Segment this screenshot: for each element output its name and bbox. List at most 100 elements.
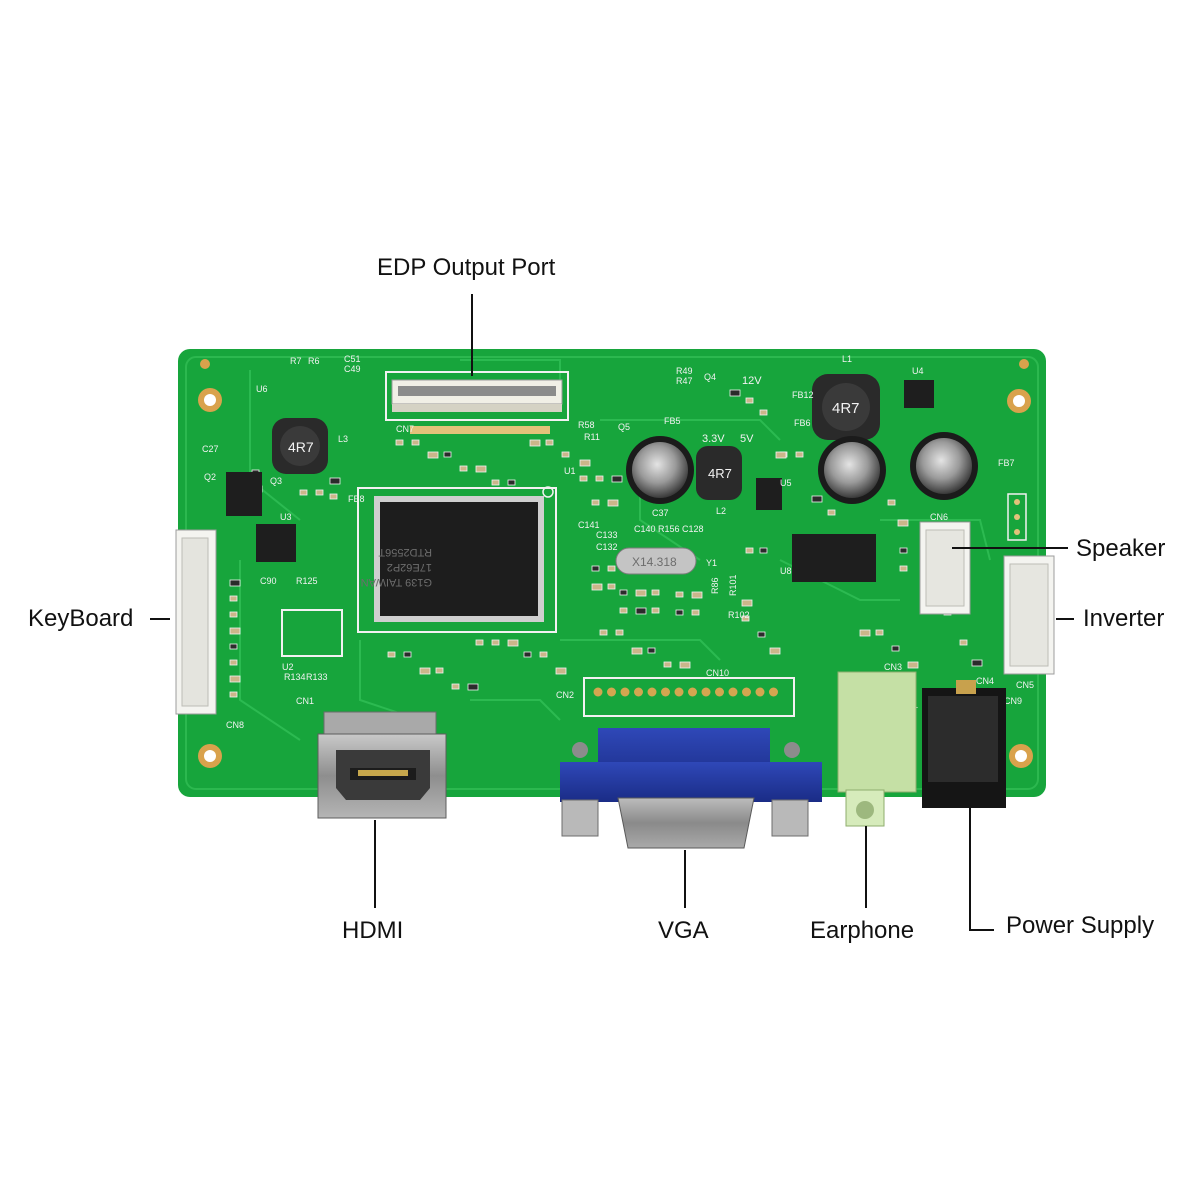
main-chip-label-2: 17E62P2 [387, 561, 432, 573]
smd-part [651, 607, 660, 614]
speaker-label: Speaker [1076, 535, 1166, 562]
smd-part [691, 591, 703, 599]
crystal-label: X14.318 [632, 555, 677, 569]
earphone-jack [837, 671, 917, 827]
keyboard-label: KeyBoard [28, 605, 134, 632]
smd-part [561, 451, 570, 458]
smd-part [859, 629, 871, 637]
smd-part [607, 565, 616, 572]
smd-part [635, 607, 647, 615]
inductor-l2: 4R7 [696, 446, 742, 500]
silk-label: C132 [596, 542, 618, 552]
silk-label: R134 [284, 672, 306, 682]
silk-label: CN1 [296, 696, 314, 706]
silk-label: U8 [780, 566, 792, 576]
silk-label: Q2 [204, 472, 216, 482]
smd-part [555, 667, 567, 675]
smd-part [899, 565, 908, 572]
smd-part [229, 579, 241, 587]
smd-part [545, 439, 554, 446]
smd-part [591, 565, 600, 572]
smd-part [745, 547, 754, 554]
audio-amplifier-chip [792, 534, 876, 582]
silkscreen-labels: CN7 CN10 CN2 CN1 CN3 CN4 CN5 CN6 CN8 CN9… [202, 354, 1034, 730]
smd-part [229, 611, 238, 618]
silk-label: CN5 [1016, 680, 1034, 690]
silk-label: CN6 [930, 512, 948, 522]
smd-part [827, 509, 836, 516]
silk-label: U4 [912, 366, 924, 376]
silk-label: CN10 [706, 668, 729, 678]
inductor-label: 4R7 [832, 400, 860, 417]
header-pin [634, 687, 643, 697]
smd-part [229, 643, 238, 650]
smd-part [675, 591, 684, 598]
silk-label: U5 [780, 478, 792, 488]
smd-part [769, 647, 781, 655]
smd-part [579, 459, 591, 467]
smd-part [591, 499, 600, 506]
silk-label: FB8 [348, 494, 365, 504]
smd-part [427, 451, 439, 459]
mounting-hole [1009, 744, 1033, 768]
silk-label: U1 [564, 466, 576, 476]
inductor-l3: 4R7 [272, 418, 328, 474]
inverter-label: Inverter [1083, 605, 1165, 632]
silk-label: CN4 [976, 676, 994, 686]
smd-part [451, 683, 460, 690]
silk-label: L1 [842, 354, 852, 364]
smd-part [435, 667, 444, 674]
smd-part [775, 451, 787, 459]
silk-label: U2 [282, 662, 294, 672]
header-pin [593, 687, 603, 697]
silk-label: Q3 [270, 476, 282, 486]
edp-output-port-label: EDP Output Port [377, 254, 556, 281]
small-chip [756, 478, 782, 510]
smd-part [679, 661, 691, 669]
smd-part [907, 661, 919, 669]
smd-part [899, 547, 908, 554]
smd-part [795, 451, 804, 458]
silk-label: C140 R156 C128 [634, 524, 704, 534]
smd-part [619, 589, 628, 596]
main-chip-label-1: RTD2556T [378, 546, 432, 558]
smd-part [329, 477, 341, 485]
keyboard-connector [175, 529, 217, 715]
smd-part [419, 667, 431, 675]
silk-label: CN3 [884, 662, 902, 672]
silk-label: R6 [308, 356, 320, 366]
silk-label: 3.3V [702, 433, 725, 445]
capacitor [910, 432, 978, 500]
power-jack [922, 680, 1006, 808]
silk-label: R47 [676, 376, 693, 386]
silk-label: R125 [296, 576, 318, 586]
smd-part [631, 647, 643, 655]
header-pin [607, 687, 616, 697]
silk-label: C51 [344, 354, 361, 364]
smd-part [579, 475, 588, 482]
smd-part [745, 397, 754, 404]
silk-label: C90 [260, 576, 277, 586]
small-chip [904, 380, 934, 408]
smd-part [507, 639, 519, 647]
silk-label: U6 [256, 384, 268, 394]
speaker-connector [919, 521, 971, 615]
hdmi-label: HDMI [342, 917, 404, 944]
hdmi-port [317, 711, 447, 819]
smd-part [891, 645, 900, 652]
silk-label: L3 [338, 434, 348, 444]
capacitor [626, 436, 694, 504]
smd-part [475, 639, 484, 646]
smd-part [875, 629, 884, 636]
main-chip: RTD2556T 17E62P2 G139 TAIWAN [357, 486, 557, 633]
silk-label: C49 [344, 364, 361, 374]
silk-label: R11 [584, 432, 600, 442]
smd-part [229, 595, 238, 602]
smd-part [663, 661, 672, 668]
mounting-hole [1007, 359, 1031, 413]
silk-label: C27 [202, 444, 219, 454]
smd-part [467, 683, 479, 691]
header-pin [701, 687, 711, 697]
smd-part [475, 465, 487, 473]
earphone-label: Earphone [810, 917, 915, 944]
